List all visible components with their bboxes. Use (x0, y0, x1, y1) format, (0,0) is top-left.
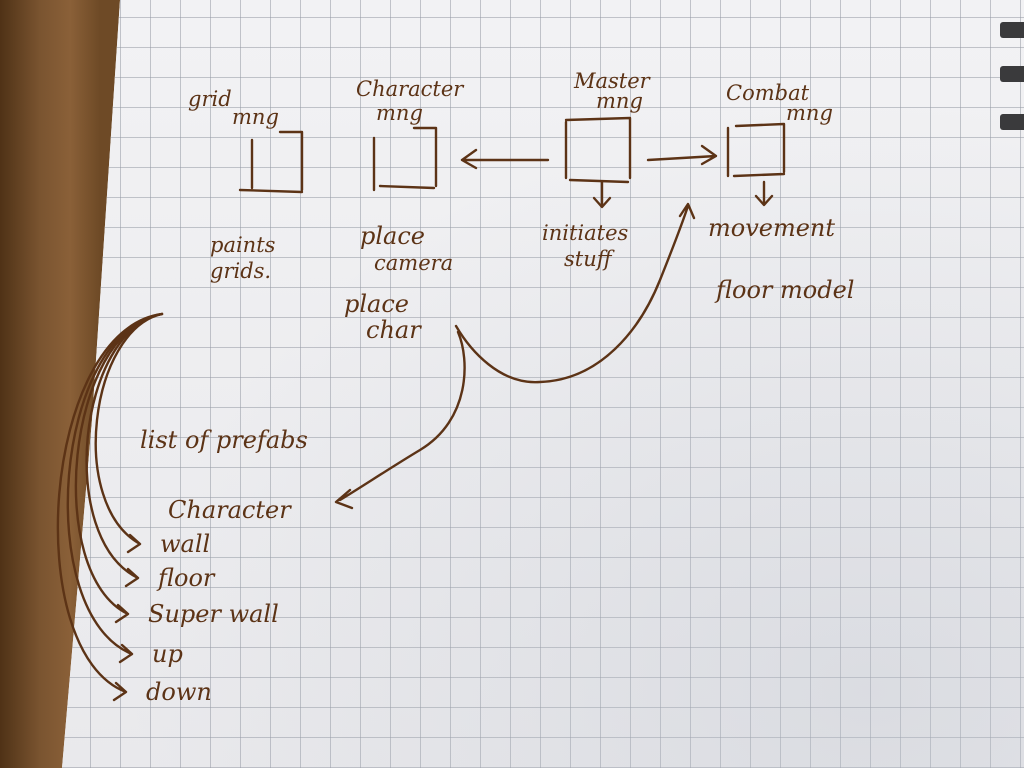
character-manager-note-3: place (344, 290, 409, 318)
combat-manager-note: movement (708, 214, 835, 242)
place-char-to-combat-curve (454, 202, 696, 384)
character-manager-note: place (360, 222, 425, 250)
prefab-list-title: list of prefabs (140, 426, 308, 454)
character-manager-node: Character mng place camera place char (344, 77, 465, 344)
master-manager-label: Master (573, 69, 652, 93)
place-char-to-prefab-curve (334, 330, 466, 510)
master-to-combat-arrow (646, 144, 718, 166)
grid-manager-note-2: grids. (210, 259, 271, 283)
binder-ring (1000, 66, 1024, 82)
prefab-item: up (152, 640, 183, 668)
prefab-arrow (56, 312, 164, 702)
character-manager-note-4: char (366, 316, 422, 344)
combat-manager-box (726, 122, 786, 178)
prefab-arrow (85, 312, 164, 588)
prefab-item: Super wall (148, 600, 279, 628)
combat-manager-node: Combat mng movement floor model (708, 81, 854, 304)
master-manager-note: initiates (542, 221, 628, 245)
grid-manager-label-sub: mng (232, 105, 279, 129)
prefab-item: Character (168, 496, 292, 524)
grid-to-prefabs-arrows (56, 312, 164, 702)
prefab-item: wall (160, 530, 210, 558)
master-manager-box (564, 116, 632, 184)
character-manager-label-sub: mng (376, 101, 423, 125)
master-manager-note-2: stuff (564, 247, 615, 271)
binder-ring (1000, 114, 1024, 130)
prefab-arrow (74, 312, 164, 624)
grid-manager-note: paints (210, 233, 276, 257)
character-manager-box (372, 126, 438, 192)
combat-manager-note-2: floor model (714, 276, 854, 304)
master-manager-node: Master mng initiates stuff (542, 69, 652, 271)
master-to-character-arrow (460, 148, 550, 170)
combat-manager-label: Combat (726, 81, 810, 105)
master-manager-label-sub: mng (596, 89, 643, 113)
grid-manager-label: grid (188, 87, 232, 111)
grid-manager-box (238, 130, 304, 194)
prefab-arrow (66, 312, 164, 664)
character-manager-label: Character (356, 77, 465, 101)
character-manager-note-2: camera (374, 251, 453, 275)
master-down-arrow (592, 180, 612, 209)
prefab-arrow (94, 312, 164, 554)
combat-manager-label-sub: mng (786, 101, 833, 125)
grid-manager-node: grid mng paints grids. (188, 87, 304, 283)
prefab-item: down (146, 678, 212, 706)
binder-ring (1000, 22, 1024, 38)
combat-down-arrow (754, 180, 774, 207)
prefab-item: floor (156, 564, 216, 592)
